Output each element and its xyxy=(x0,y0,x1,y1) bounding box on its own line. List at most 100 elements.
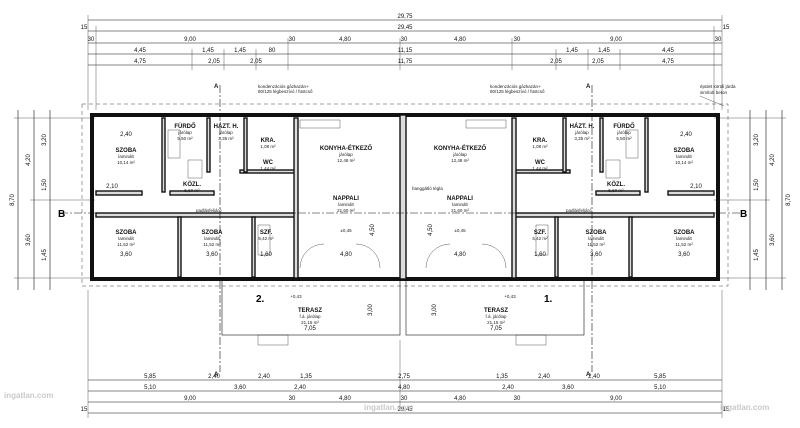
room-area: 10,14 m² xyxy=(117,160,135,165)
dim-bottom-overall: 29,45 xyxy=(397,407,413,413)
dim-bottom-r2: 2,40 xyxy=(502,385,514,391)
room-floor: járólap xyxy=(452,152,467,157)
dim-top-r3: 30 xyxy=(289,37,296,43)
inner-dim: 1,60 xyxy=(534,252,546,258)
note-sidewalk: simított beton xyxy=(700,90,728,95)
dim-bottom-overall-left: 15 xyxy=(81,407,88,413)
dim-top-r3: 30 xyxy=(715,37,722,43)
dim-top-r5: 2,05 xyxy=(250,59,262,65)
room-floor: járólap xyxy=(338,152,353,157)
room-szoba-3: SZOBA xyxy=(202,230,224,236)
room-floor: járólap xyxy=(574,130,589,135)
dim-right-a: 4,20 xyxy=(770,154,776,166)
dim-bottom-r3: 30 xyxy=(401,396,408,402)
dim-top-r5: 2,05 xyxy=(208,59,220,65)
dim-top-r4: 80 xyxy=(269,48,276,54)
level-mark: +0,43 xyxy=(504,294,516,299)
dim-top-r4: 1,45 xyxy=(202,48,214,54)
room-floor: laminált xyxy=(676,236,692,241)
note-sidewalk: épület körüli járda xyxy=(700,84,736,89)
room-area: 11,52 m² xyxy=(587,242,605,247)
rooms-right-unit: SZOBA laminált 10,14 m² FÜRDŐ járólap 5,… xyxy=(434,123,695,325)
room-area: 1,44 m² xyxy=(260,166,276,171)
bottom-dimension-chains: 5,85 2,40 2,40 1,35 2,75 1,35 2,40 2,40 … xyxy=(81,290,730,418)
dim-left-b: 3,60 xyxy=(26,234,32,246)
note-condenser: kondenzációs gázkazán+ xyxy=(258,84,309,89)
room-terasz: TERASZ xyxy=(298,308,322,314)
dim-bottom-r2: 4,80 xyxy=(398,385,410,391)
dim-bottom-r1: 5,85 xyxy=(144,374,156,380)
room-area: 21,60 m² xyxy=(337,208,355,213)
dim-top-r3: 4,80 xyxy=(454,37,466,43)
room-area: 1,08 m² xyxy=(532,144,548,149)
room-szoba-1: SZOBA xyxy=(674,148,696,154)
room-area: 1,08 m² xyxy=(260,144,276,149)
room-kozl: KÖZL. xyxy=(183,181,201,188)
section-a-bottom: A xyxy=(214,372,219,378)
section-lines: A A A A B B xyxy=(58,84,747,378)
room-area: 21,15 m² xyxy=(301,320,319,325)
room-konyha: KONYHA-ÉTKEZŐ xyxy=(320,144,373,152)
room-floor: laminált xyxy=(204,236,220,241)
dim-bottom-r3: 30 xyxy=(514,396,521,402)
top-dimension-chains: 29,75 15 29,45 15 30 9,00 30 4,80 30 4,8… xyxy=(81,14,730,110)
room-area: 12,48 m² xyxy=(451,158,469,163)
room-floor: laminált xyxy=(676,154,692,159)
room-floor: laminált xyxy=(118,236,134,241)
dim-bottom-r1: 1,35 xyxy=(300,374,312,380)
dim-bottom-r1: 2,40 xyxy=(538,374,550,380)
room-floor: laminált xyxy=(338,202,354,207)
inner-dim: 1,60 xyxy=(260,252,272,258)
dim-top-r5: 4,75 xyxy=(134,59,146,65)
watermark-center: ingatlan.com xyxy=(364,403,413,412)
room-kamra: KRA. xyxy=(261,138,276,144)
room-floor: f.á. járólap xyxy=(299,314,321,319)
dim-bottom-r3: 4,80 xyxy=(454,396,466,402)
room-furdo: FÜRDŐ xyxy=(174,123,196,130)
inner-dim: 3,60 xyxy=(206,252,218,258)
note-condenser: kondenzációs gázkazán+ xyxy=(490,84,541,89)
room-wc: WC xyxy=(263,160,274,166)
room-area: 3,35 m² xyxy=(218,136,234,141)
inner-dimensions: 2,40 2,40 3,60 3,60 3,60 3,60 4,80 4,80 … xyxy=(106,132,702,332)
room-floor: f.á. járólap xyxy=(485,314,507,319)
dim-overall-top: 29,75 xyxy=(397,14,413,20)
room-kamra: KRA. xyxy=(533,138,548,144)
room-area: 11,52 m² xyxy=(203,242,221,247)
annotations: kondenzációs gázkazán+ 80/125 légbeszívó… xyxy=(196,84,736,213)
unit-number-1: 1. xyxy=(544,294,553,305)
dim-top-r4: 1,45 xyxy=(234,48,246,54)
note-attic-ladder: padlásfeljáró xyxy=(566,208,592,213)
room-szf: SZF. xyxy=(260,230,273,236)
dim-top-r2-left: 15 xyxy=(81,25,88,31)
dim-bottom-r2: 3,60 xyxy=(562,385,574,391)
level-mark: +0,43 xyxy=(290,294,302,299)
room-nappali: NAPPALI xyxy=(447,196,473,202)
dim-left-e: 1,50 xyxy=(42,179,48,191)
room-terasz: TERASZ xyxy=(484,308,508,314)
level-mark: ±0,45 xyxy=(454,228,466,233)
room-wc: WC xyxy=(535,160,546,166)
room-szoba-1: SZOBA xyxy=(116,148,138,154)
dim-top-r4: 4,45 xyxy=(134,48,146,54)
dim-top-r4: 1,45 xyxy=(566,48,578,54)
dim-top-r5: 2,05 xyxy=(550,59,562,65)
room-szf: SZF. xyxy=(534,230,547,236)
room-area: 1,44 m² xyxy=(532,166,548,171)
dim-bottom-r1: 2,75 xyxy=(398,374,410,380)
inner-dim: 4,80 xyxy=(454,252,466,258)
room-area: 11,52 m² xyxy=(675,242,693,247)
dim-bottom-r3: 30 xyxy=(289,396,296,402)
inner-dim: 3,60 xyxy=(590,252,602,258)
room-area: 5,60 m² xyxy=(608,188,624,193)
dim-bottom-r3: 9,00 xyxy=(610,396,622,402)
room-area: 5,60 m² xyxy=(184,188,200,193)
dim-bottom-r2: 2,40 xyxy=(294,385,306,391)
dim-top-r4: 4,45 xyxy=(662,48,674,54)
dim-top-r3: 30 xyxy=(401,37,408,43)
room-floor: járólap xyxy=(616,130,631,135)
room-hazt: HÁZT. H. xyxy=(214,123,239,130)
section-b-right: B xyxy=(740,209,747,220)
dim-top-r5: 11,75 xyxy=(398,59,413,65)
